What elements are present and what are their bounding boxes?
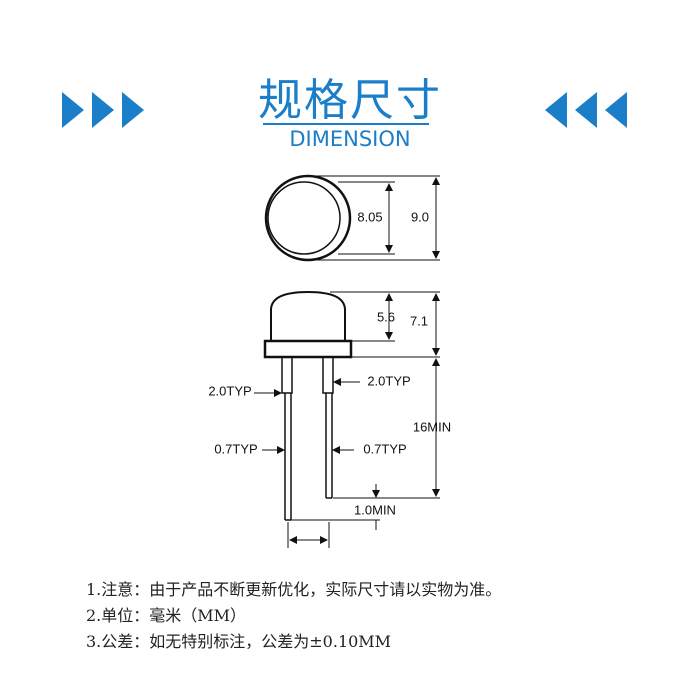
notes-section: 1.注意：由于产品不断更新优化，实际尺寸请以实物为准。 2.单位：毫米（MM） … bbox=[86, 577, 501, 655]
dim-flange-diameter: 9.0 bbox=[411, 209, 429, 224]
dim-lead-spacing-left: 2.0TYP bbox=[208, 383, 251, 398]
note-3: 3.公差：如无特别标注，公差为±0.10MM bbox=[86, 632, 392, 651]
dim-body-height: 7.1 bbox=[410, 313, 428, 328]
dim-lead-offset: 1.0MIN bbox=[354, 502, 396, 517]
dim-dome-height: 5.6 bbox=[377, 309, 395, 324]
led-side-view bbox=[263, 290, 353, 521]
side-view-dimensions: 5.6 7.1 16MIN 2.0TYP 2.0TYP 0.7TYP 0.7TY… bbox=[208, 291, 451, 548]
dim-lens-diameter: 8.05 bbox=[357, 209, 382, 224]
page-subtitle: DIMENSION bbox=[289, 127, 411, 151]
note-1: 1.注意：由于产品不断更新优化，实际尺寸请以实物为准。 bbox=[86, 580, 502, 599]
title-underline bbox=[263, 123, 429, 125]
led-top-view bbox=[264, 174, 352, 262]
dim-lead-length: 16MIN bbox=[413, 419, 451, 434]
page-title: 规格尺寸 bbox=[258, 75, 442, 126]
top-view-dimensions: 8.05 9.0 bbox=[308, 175, 440, 261]
dim-lead-spacing-right: 2.0TYP bbox=[367, 373, 410, 388]
note-2: 2.单位：毫米（MM） bbox=[86, 606, 247, 625]
dim-lead-width-left: 0.7TYP bbox=[214, 441, 257, 456]
dim-lead-width-right: 0.7TYP bbox=[363, 441, 406, 456]
